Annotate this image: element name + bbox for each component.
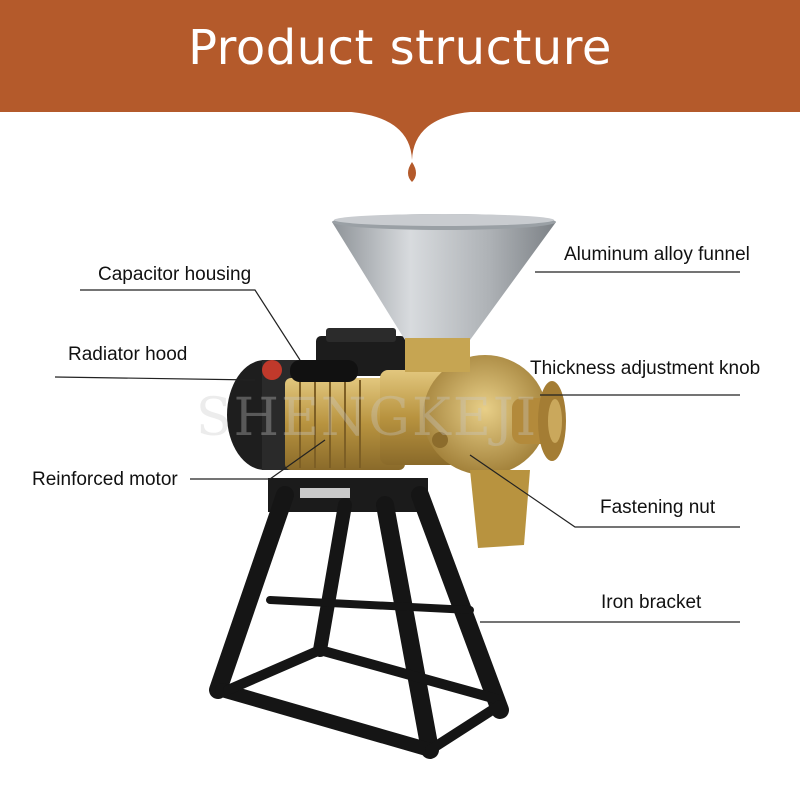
motor (227, 328, 406, 470)
label-reinforced-motor: Reinforced motor (32, 469, 178, 490)
grinding-housing (380, 355, 566, 548)
banner-drop-shape (330, 111, 490, 182)
label-capacitor-housing: Capacitor housing (98, 264, 252, 285)
label-aluminum-alloy-funnel: Aluminum alloy funnel (564, 244, 750, 265)
header-banner (0, 0, 800, 112)
leader-reinforced-motor (190, 439, 326, 480)
leader-fastening-nut (469, 454, 740, 528)
watermark-text: SHENGKEJI (196, 388, 539, 448)
iron-bracket (209, 478, 509, 759)
label-radiator-hood: Radiator hood (68, 344, 188, 365)
leader-radiator-hood (54, 376, 256, 381)
label-fastening-nut: Fastening nut (600, 497, 716, 518)
aluminum-funnel (332, 214, 556, 372)
label-thickness-adjustment-knob: Thickness adjustment knob (530, 358, 761, 379)
leader-capacitor-housing (80, 289, 301, 361)
label-iron-bracket: Iron bracket (601, 592, 702, 613)
page-title: Product structure (188, 20, 612, 76)
